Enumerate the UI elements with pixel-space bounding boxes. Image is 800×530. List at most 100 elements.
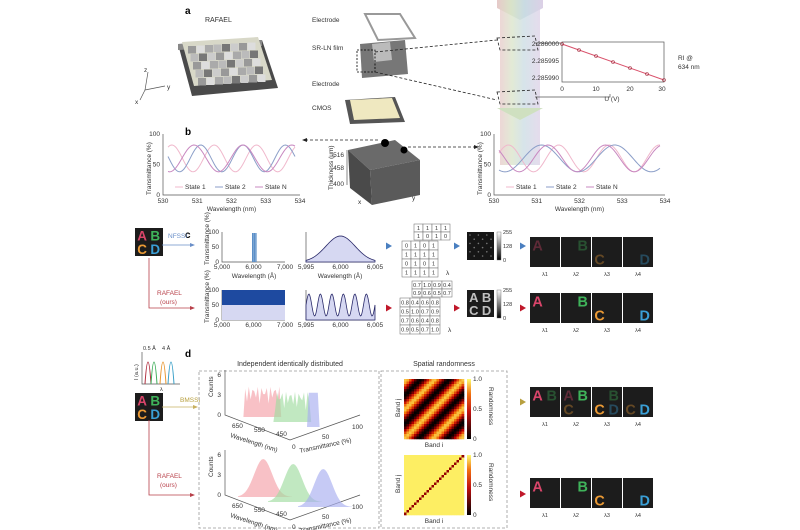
- heatmap-cell: [421, 477, 425, 481]
- chip-pixel: [255, 66, 263, 74]
- heatmap-cell: [436, 475, 440, 478]
- encoded-dot: [477, 242, 480, 245]
- heatmap-cell: [454, 391, 457, 395]
- heatmap-cell: [444, 431, 447, 435]
- x-tick: 5,000: [214, 264, 231, 271]
- heatmap-cell: [461, 421, 465, 425]
- heatmap-cell: [426, 431, 430, 435]
- heatmap-cell: [454, 429, 457, 432]
- heatmap-cell: [456, 502, 460, 506]
- x-tick: 6,005: [367, 264, 384, 271]
- heatmap-cell: [426, 500, 430, 503]
- colorbar-label: Randomness: [487, 463, 494, 502]
- heatmap-cell: [434, 421, 437, 425]
- heatmap-cell: [461, 495, 465, 498]
- heatmap-cell: [434, 472, 437, 476]
- heatmap-cell: [431, 381, 435, 385]
- heatmap-cell: [429, 411, 432, 415]
- heatmap-cell: [461, 472, 465, 476]
- letter-B: B: [578, 389, 588, 405]
- heatmap-cell: [421, 384, 425, 387]
- heatmap-cell: [419, 512, 422, 516]
- heatmap-cell: [456, 404, 460, 407]
- heatmap-cell: [411, 379, 415, 382]
- heatmap-cell: [406, 457, 410, 461]
- heatmap-cell: [446, 391, 450, 395]
- heatmap-cell: [449, 487, 452, 491]
- heatmap-cell: [414, 421, 417, 425]
- heatmap-cell: [436, 419, 440, 422]
- letter-B: B: [578, 239, 588, 255]
- matrix-value: 1: [417, 226, 420, 232]
- heatmap-cell: [426, 394, 430, 397]
- heatmap-cell: [426, 472, 430, 476]
- letter-C: C: [594, 309, 604, 325]
- matrix-value: 0: [405, 262, 408, 268]
- heatmap-cell: [409, 384, 412, 387]
- distribution-1: [238, 459, 292, 497]
- connector-line: [535, 94, 611, 98]
- distribution-3: [298, 469, 352, 507]
- heatmap-cell: [436, 495, 440, 498]
- heatmap-cell: [441, 472, 445, 476]
- heatmap-cell: [426, 482, 430, 486]
- heatmap-cell: [451, 406, 455, 410]
- heatmap-cell: [419, 485, 422, 488]
- heatmap-cell: [451, 512, 455, 516]
- chip-pixel: [210, 61, 218, 69]
- heatmap-cell: [451, 482, 455, 486]
- heatmap-cell: [409, 379, 412, 382]
- heatmap-cell: [431, 424, 435, 427]
- heatmap-cell: [421, 492, 425, 496]
- heatmap-cell: [454, 505, 457, 508]
- heatmap-cell: [409, 436, 412, 440]
- heatmap-cell: [446, 492, 450, 496]
- heatmap-cell: [459, 455, 462, 458]
- heatmap-cell: [426, 462, 430, 466]
- heatmap-cell: [404, 384, 407, 387]
- heatmap-cell: [449, 379, 452, 382]
- chip-pixel: [252, 58, 261, 66]
- heatmap-cell: [461, 404, 465, 407]
- heatmap-cell: [416, 472, 420, 476]
- heatmap-cell: [454, 510, 457, 513]
- heatmap-cell: [426, 470, 430, 473]
- heatmap-cell: [416, 505, 420, 508]
- heatmap-cell: [414, 424, 417, 427]
- heatmap-cell: [444, 500, 447, 503]
- heatmap-cell: [414, 381, 417, 385]
- t-tick: 100: [352, 424, 363, 431]
- heatmap-cell: [439, 401, 442, 405]
- heatmap-cell: [424, 507, 427, 511]
- heatmap-cell: [461, 457, 465, 461]
- matrix-value: 0.6: [411, 319, 419, 325]
- heatmap-cell: [404, 490, 407, 493]
- heatmap-cell: [421, 394, 425, 397]
- heatmap-cell: [454, 416, 457, 420]
- heatmap-cell: [454, 399, 457, 402]
- heatmap-cell: [444, 381, 447, 385]
- letter-B: B: [547, 389, 557, 405]
- heatmap-cell: [419, 497, 422, 501]
- heatmap-cell: [444, 386, 447, 390]
- broad-band-fill: [222, 305, 285, 320]
- heatmap-cell: [446, 401, 450, 405]
- heatmap-cell: [439, 495, 442, 498]
- x-tick: 7,000: [277, 264, 294, 271]
- heatmap-cell: [411, 482, 415, 486]
- colorbar-tick: 0: [503, 316, 506, 322]
- image-frame: [623, 478, 653, 508]
- heatmap-cell: [456, 472, 460, 476]
- heatmap-cell: [449, 455, 452, 458]
- heatmap-cell: [429, 381, 432, 385]
- heatmap-cell: [444, 467, 447, 471]
- film-slice-bottom: [496, 89, 539, 105]
- letter-A: A: [532, 389, 543, 405]
- heatmap-cell: [429, 399, 432, 402]
- heatmap-cell: [414, 396, 417, 400]
- heatmap-cell: [451, 434, 455, 437]
- heatmap-cell: [426, 502, 430, 506]
- heatmap-cell: [444, 465, 447, 468]
- axis-y: y: [167, 84, 171, 91]
- heatmap-cell: [461, 396, 465, 400]
